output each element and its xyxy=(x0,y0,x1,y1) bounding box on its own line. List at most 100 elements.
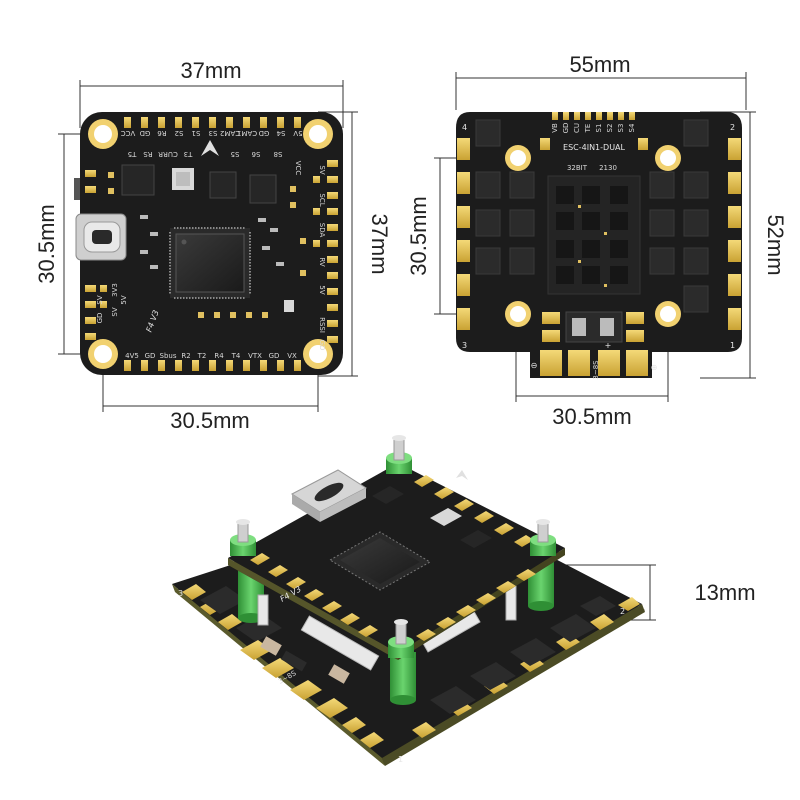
stack-height-dimension: 13mm xyxy=(560,564,756,621)
esc-plus-label: + xyxy=(605,341,612,350)
stack-fc-board: F4 V3 xyxy=(228,463,565,660)
svg-text:RV: RV xyxy=(318,257,326,266)
svg-text:R2: R2 xyxy=(181,352,190,360)
svg-text:S4: S4 xyxy=(276,129,285,137)
stack-corner-3: 3 xyxy=(178,589,183,598)
esc-motor-pads-right xyxy=(728,138,741,330)
fc-usb-c-port xyxy=(74,178,127,261)
esc-width-label: 55mm xyxy=(569,52,630,77)
fc-left-pads: 3V3 5V SV GD SV xyxy=(85,170,128,340)
svg-text:CURR: CURR xyxy=(158,150,178,158)
stack-perspective-view: 13mm xyxy=(172,435,756,766)
stack-orientation-arrow-icon xyxy=(456,470,468,480)
esc-mounting-holes xyxy=(505,145,681,327)
svg-text:VB: VB xyxy=(551,123,559,133)
svg-text:5V: 5V xyxy=(318,285,326,294)
esc-signal-pads: VB GD CU TE S1 S2 S3 S4 xyxy=(540,112,648,150)
esc-subtitle-left: 32BIT xyxy=(567,164,588,172)
svg-text:R4: R4 xyxy=(214,352,224,360)
svg-text:VX: VX xyxy=(287,352,297,360)
svg-text:S4: S4 xyxy=(628,123,636,132)
fc-board-top-view: 37mm 30.5mm 37mm 30.5mm xyxy=(34,58,392,433)
stack-screws xyxy=(230,435,556,658)
svg-text:SCL: SCL xyxy=(318,193,326,206)
esc-height-dimension: 52mm xyxy=(700,111,788,379)
svg-text:3V3: 3V3 xyxy=(111,283,119,297)
fc-width-label: 37mm xyxy=(180,58,241,83)
svg-text:GD: GD xyxy=(562,123,570,134)
svg-text:Sbus: Sbus xyxy=(160,352,177,360)
orientation-arrow-icon xyxy=(201,140,219,156)
stack-corner-1: 1 xyxy=(398,755,403,764)
svg-text:S3: S3 xyxy=(209,129,218,137)
fc-bottom-pads: 4V5 GD Sbus R2 T2 R4 T4 VTX GD VX xyxy=(124,352,301,371)
svg-text:GD: GD xyxy=(96,313,104,324)
svg-text:SV: SV xyxy=(318,165,326,174)
svg-text:R6: R6 xyxy=(157,129,167,137)
esc-plus-symbol: ⊕ xyxy=(651,363,658,372)
stack-usb-c-port xyxy=(291,469,367,522)
fc-hole-v-label: 30.5mm xyxy=(34,204,59,283)
svg-text:VCC: VCC xyxy=(294,161,302,176)
svg-text:TE: TE xyxy=(584,124,592,134)
fc-height-label: 37mm xyxy=(367,213,392,274)
esc-corner-3: 3 xyxy=(462,341,467,350)
svg-text:S2: S2 xyxy=(606,124,614,133)
esc-width-dimension: 55mm xyxy=(455,52,747,110)
svg-text:4V5: 4V5 xyxy=(125,352,139,360)
svg-text:SDA: SDA xyxy=(318,223,326,238)
svg-text:T3: T3 xyxy=(184,150,194,158)
fc-right-pads: SV SCL SDA RV 5V RSSI GD xyxy=(313,160,338,350)
fc-components xyxy=(108,164,306,318)
svg-text:S8: S8 xyxy=(274,150,283,158)
esc-driver-grid xyxy=(547,175,641,295)
fc-width-dimension: 37mm xyxy=(79,58,344,128)
svg-text:SV: SV xyxy=(96,295,104,304)
svg-text:SV: SV xyxy=(111,307,119,316)
svg-text:T5: T5 xyxy=(128,150,138,158)
svg-text:RS: RS xyxy=(143,150,153,158)
svg-text:GD: GD xyxy=(140,129,151,137)
svg-text:VTX: VTX xyxy=(248,352,262,360)
svg-text:S3: S3 xyxy=(617,124,625,133)
svg-text:S1: S1 xyxy=(192,129,201,137)
svg-text:S6: S6 xyxy=(251,150,260,158)
esc-corner-1: 1 xyxy=(730,341,735,350)
esc-hole-h-label: 30.5mm xyxy=(552,404,631,429)
svg-text:T2: T2 xyxy=(197,352,207,360)
esc-subtitle-right: 2130 xyxy=(599,164,617,172)
svg-text:GD: GD xyxy=(318,340,326,351)
svg-text:GD: GD xyxy=(145,352,156,360)
svg-text:RSSI: RSSI xyxy=(318,317,326,333)
fc-hole-h-label: 30.5mm xyxy=(170,408,249,433)
esc-power-section: ⊖ + 3~8S ⊕ xyxy=(531,311,658,380)
esc-motor-pads-left xyxy=(457,138,470,330)
svg-text:5V: 5V xyxy=(293,129,302,137)
svg-text:S2: S2 xyxy=(175,129,184,137)
esc-mosfets-left xyxy=(475,119,535,275)
esc-corner-4: 4 xyxy=(462,123,467,132)
fc-mounting-holes xyxy=(88,119,333,369)
esc-hole-h-dimension: 30.5mm xyxy=(515,340,669,429)
svg-text:GD: GD xyxy=(269,352,280,360)
svg-text:T4: T4 xyxy=(231,352,241,360)
fc-height-dimension: 37mm xyxy=(318,111,392,377)
stack-height-label: 13mm xyxy=(694,580,755,605)
esc-height-label: 52mm xyxy=(763,214,788,275)
esc-hole-v-label: 30.5mm xyxy=(406,196,431,275)
svg-text:5V: 5V xyxy=(120,295,128,304)
svg-text:CAM2: CAM2 xyxy=(220,129,240,137)
svg-text:S5: S5 xyxy=(231,150,240,158)
svg-text:VCC: VCC xyxy=(121,129,136,137)
svg-text:CU: CU xyxy=(573,123,581,133)
fc-mcu-chip xyxy=(169,227,251,299)
svg-text:S1: S1 xyxy=(595,124,603,133)
fc-hole-v-dimension: 30.5mm xyxy=(34,133,104,355)
esc-mosfets-right xyxy=(649,119,709,313)
stack-standoffs xyxy=(238,550,554,705)
svg-text:CAM1: CAM1 xyxy=(237,129,257,137)
stack-corner-2: 2 xyxy=(620,607,625,616)
esc-corner-2: 2 xyxy=(730,123,735,132)
